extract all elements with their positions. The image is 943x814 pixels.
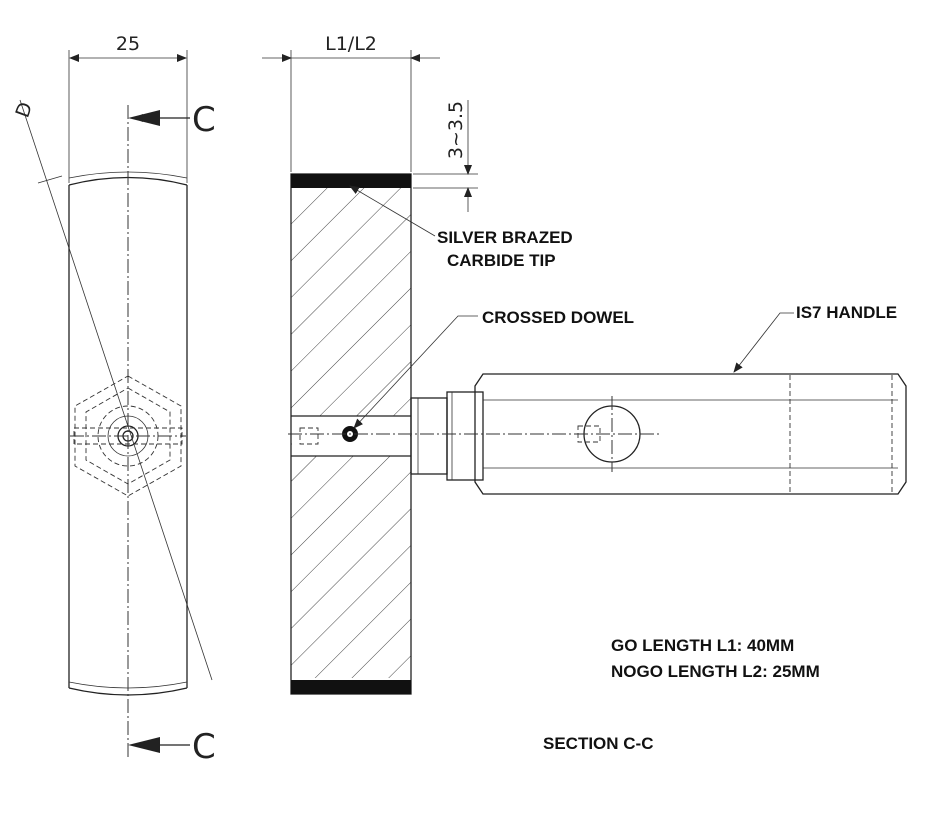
carbide-tip-bottom [291, 680, 411, 694]
dowel-label: CROSSED DOWEL [482, 308, 634, 327]
length-dimension: L1/L2 [262, 33, 440, 172]
section-marker-top: C [128, 100, 216, 140]
carbide-tip-top [291, 174, 411, 188]
length-label: L1/L2 [325, 33, 377, 55]
carbide-label-line2: CARBIDE TIP [447, 251, 556, 270]
tip-label: 3~3.5 [445, 101, 467, 159]
leader-carbide [349, 185, 436, 237]
section-title: SECTION C-C [543, 734, 654, 753]
handle-label: IS7 HANDLE [796, 303, 897, 322]
section-mark-bottom: C [192, 727, 216, 767]
end-view [19, 99, 213, 760]
diameter-label: D [12, 99, 38, 120]
leader-dowel [353, 315, 478, 429]
section-view [290, 173, 412, 695]
nogo-length-note: NOGO LENGTH L2: 25MM [611, 662, 820, 681]
carbide-label-line1: SILVER BRAZED [437, 228, 573, 247]
section-mark-top: C [192, 100, 216, 140]
go-length-note: GO LENGTH L1: 40MM [611, 636, 794, 655]
is7-handle [410, 373, 907, 495]
width-dimension: 25 [68, 33, 188, 183]
width-label: 25 [116, 33, 140, 55]
tip-dimension: 3~3.5 [413, 100, 478, 212]
leader-handle [733, 312, 794, 373]
section-marker-bottom: C [128, 727, 216, 767]
